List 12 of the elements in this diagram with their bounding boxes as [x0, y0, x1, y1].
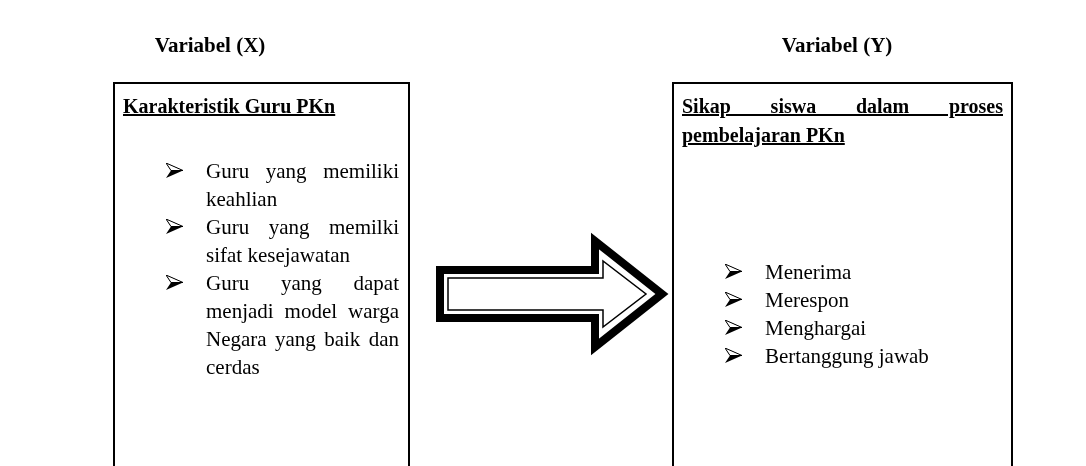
list-item: Guru yang memiliki keahlian	[206, 158, 399, 213]
list-item: Merespon	[765, 287, 850, 314]
list-item: Guru yang dapat menjadi model warga Negara yang baik dan cerdas	[206, 270, 399, 381]
box-heading: Karakteristik Guru PKn	[123, 94, 337, 119]
list-item: Bertanggung jawab	[765, 343, 930, 370]
block-arrow	[436, 232, 669, 356]
variable-title: Variabel (Y)	[781, 32, 893, 59]
variable-title: Variabel (X)	[154, 32, 266, 59]
list-item: Guru yang memilki sifat kesejawatan	[206, 214, 399, 269]
list-item: Menghargai	[765, 315, 868, 342]
box-heading: Sikap siswa dalam proses pembelajaran PKn	[682, 94, 1003, 149]
list-item: Menerima	[765, 259, 853, 286]
